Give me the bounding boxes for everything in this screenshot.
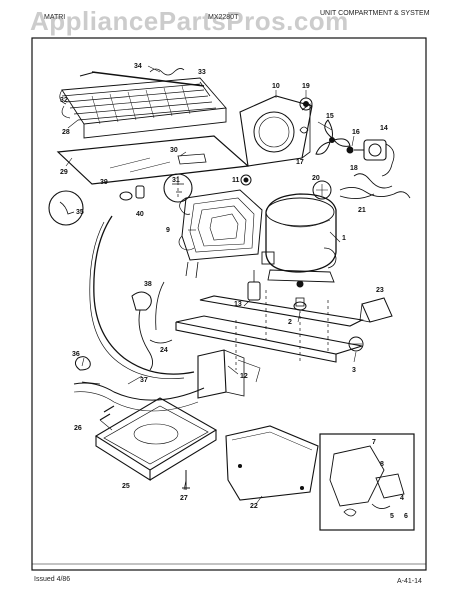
header-model-left: MATRI — [44, 14, 66, 21]
callout-3: 3 — [352, 367, 356, 374]
callout-5: 5 — [390, 513, 394, 520]
leader-lines — [65, 65, 357, 505]
fan-shroud-drawing — [239, 95, 313, 167]
callout-26: 26 — [74, 425, 82, 432]
callout-35: 35 — [76, 209, 84, 216]
detail-circles — [48, 173, 193, 226]
drain-tube-drawing — [73, 215, 205, 412]
callout-25: 25 — [122, 483, 130, 490]
page-frame — [31, 37, 427, 571]
callout-15: 15 — [326, 113, 334, 120]
inset-detail-drawing — [319, 433, 415, 531]
callout-13: 13 — [234, 301, 242, 308]
callout-6: 6 — [404, 513, 408, 520]
header-model-number: MX2280T — [208, 14, 239, 21]
fan-motor-drawing — [346, 139, 395, 177]
callout-1: 1 — [342, 235, 346, 242]
callout-32: 32 — [60, 97, 68, 104]
assembly-guide-lines — [177, 176, 329, 370]
callout-33: 33 — [198, 69, 206, 76]
mounting-rod-drawing — [79, 68, 211, 97]
callout-7: 7 — [372, 439, 376, 446]
callout-20: 20 — [312, 175, 320, 182]
callout-9: 9 — [166, 227, 170, 234]
base-rail-drawing — [175, 295, 364, 399]
callout-2: 2 — [288, 319, 292, 326]
callout-14: 14 — [380, 125, 388, 132]
callout-40: 40 — [136, 211, 144, 218]
callout-30: 30 — [170, 147, 178, 154]
grommet-drawing — [293, 297, 307, 311]
callout-27: 27 — [180, 495, 188, 502]
small-parts-drawing — [119, 174, 252, 201]
callout-11: 11 — [232, 177, 240, 184]
header-section-title: UNIT COMPARTMENT & SYSTEM — [320, 10, 430, 18]
callout-37: 37 — [140, 377, 148, 384]
condenser-coil-drawing — [59, 77, 227, 139]
callout-28: 28 — [62, 129, 70, 136]
callout-19: 19 — [302, 83, 310, 90]
callout-39: 39 — [100, 179, 108, 186]
baffle-plate-drawing — [56, 135, 250, 185]
capacitor-drawing — [348, 297, 393, 352]
callout-21: 21 — [358, 207, 366, 214]
callout-10: 10 — [272, 83, 280, 90]
page-code: A-41-14 — [397, 578, 422, 585]
watermark: AppliancePartsPros.com — [30, 6, 349, 36]
callout-22: 22 — [250, 503, 258, 510]
header-section-title-line1: UNIT COMPARTMENT & SYSTEM — [320, 10, 430, 17]
bracket-drawing — [177, 153, 207, 165]
callout-29: 29 — [60, 169, 68, 176]
cover-panel-drawing — [225, 425, 319, 501]
callout-8: 8 — [380, 461, 384, 468]
compressor-drawing — [261, 193, 337, 288]
evaporator-coil-drawing — [178, 189, 263, 279]
callout-18: 18 — [350, 165, 358, 172]
callout-12: 12 — [240, 373, 248, 380]
issue-date: Issued 4/86 — [34, 576, 71, 583]
callout-labels: 1 2 3 4 5 6 7 8 9 10 11 12 13 14 15 16 1… — [60, 63, 408, 520]
drain-pan-drawing — [94, 397, 218, 490]
wire-harness-drawing — [312, 173, 411, 200]
callout-38: 38 — [144, 281, 152, 288]
callout-16: 16 — [352, 129, 360, 136]
relay-drawing — [247, 270, 261, 301]
callout-4: 4 — [400, 495, 404, 502]
callout-24: 24 — [160, 347, 168, 354]
callout-34: 34 — [134, 63, 142, 70]
tube-bracket-drawing — [131, 281, 173, 371]
fan-blade-drawing — [315, 119, 351, 155]
callout-23: 23 — [376, 287, 384, 294]
callout-17: 17 — [296, 159, 304, 166]
callout-31: 31 — [172, 177, 180, 184]
callout-36: 36 — [72, 351, 80, 358]
